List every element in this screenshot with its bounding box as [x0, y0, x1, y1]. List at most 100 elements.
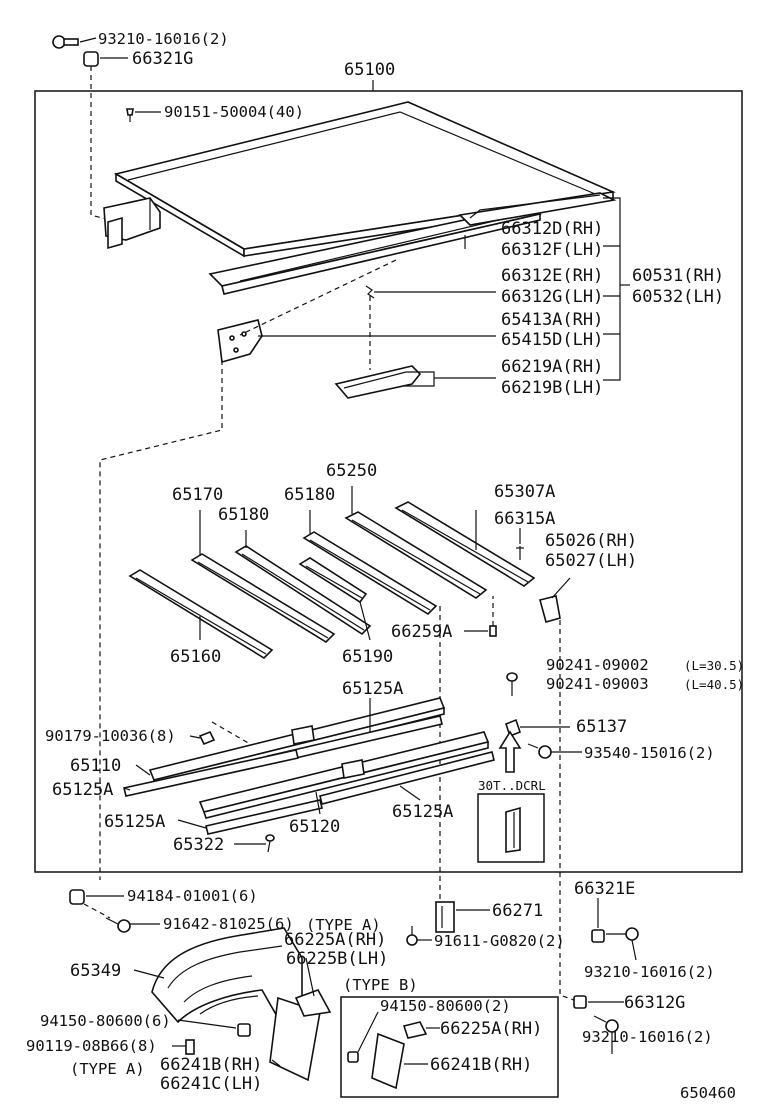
- label-66225B: 66225B(LH): [286, 949, 388, 969]
- bracket-65026: [539, 595, 561, 623]
- crossmember-65180-a: [234, 545, 372, 636]
- nut-90179-icon: [198, 730, 216, 746]
- bolt-93210-mid-icon: [606, 927, 639, 941]
- label-66312G-bottom: 66312G: [624, 993, 685, 1013]
- crossmember-65180-b: [302, 531, 438, 616]
- nut-94150-b-icon: [347, 1051, 359, 1063]
- arrow-icon: [498, 730, 522, 773]
- leader-65110: [135, 764, 151, 776]
- label-94150-80600-b: 94150-80600(2): [380, 997, 511, 1015]
- label-65100: 65100: [344, 60, 395, 80]
- label-60532: 60532(LH): [632, 287, 724, 307]
- crossmember-65307A: [394, 501, 536, 587]
- label-90119-08B66: 90119-08B66(8): [26, 1037, 157, 1055]
- label-93540-15016: 93540-15016(2): [584, 744, 715, 762]
- bolt-93210-bot-icon: [593, 1015, 619, 1033]
- bolt-icon: [52, 35, 79, 49]
- crossmember-65190: [298, 557, 368, 604]
- label-65125A-right: 65125A: [392, 802, 453, 822]
- leader-93210-mid: [631, 939, 637, 961]
- label-93210-16016-mid: 93210-16016(2): [584, 963, 715, 981]
- leader-65125A-right: [399, 785, 421, 801]
- label-66241C: 66241C(LH): [160, 1074, 262, 1094]
- type-b-box: [340, 996, 559, 1098]
- mudflap-66241B-b: [371, 1032, 405, 1090]
- bolt-91642-icon: [105, 917, 131, 933]
- label-93210-16016-top: 93210-16016(2): [98, 30, 229, 48]
- label-65180-b: 65180: [284, 485, 335, 505]
- bolt-93540-icon: [527, 743, 552, 759]
- label-90241-09002-length: (L=30.5): [684, 658, 744, 673]
- label-65180-a: 65180: [218, 505, 269, 525]
- leader-65120: [315, 791, 321, 815]
- dash-94184: [83, 903, 111, 919]
- block-66259A: [489, 625, 497, 637]
- block-icon: [291, 725, 315, 745]
- side-rail-66312D: [208, 205, 542, 295]
- crossmember-65170: [190, 553, 336, 644]
- label-65250: 65250: [326, 461, 377, 481]
- label-90241-09002: 90241-09002: [546, 656, 649, 674]
- label-94184-01001: 94184-01001(6): [127, 887, 258, 905]
- label-66321G: 66321G: [132, 49, 193, 69]
- label-65027: 65027(LH): [545, 551, 637, 571]
- label-65349: 65349: [70, 961, 121, 981]
- rail-65125A-bottom: [205, 799, 323, 835]
- stay-66225A: [294, 989, 332, 1017]
- bracket-66271: [435, 901, 455, 933]
- label-66312G-lh: 66312G(LH): [501, 287, 603, 307]
- label-66259A: 66259A: [391, 622, 452, 642]
- label-90151-50004: 90151-50004(40): [164, 103, 304, 121]
- assembly-frame-65100: [34, 90, 743, 873]
- hinge-bracket-left: [103, 197, 161, 250]
- leader-94150-a: [177, 1019, 237, 1029]
- leader-93210-top: [79, 37, 97, 43]
- leader-66241B: [271, 1059, 281, 1067]
- label-66315A: 66315A: [494, 509, 555, 529]
- dash-floor-to-bracket: [239, 259, 397, 336]
- label-91611-G0820: 91611-G0820(2): [434, 932, 565, 950]
- label-65322: 65322: [173, 835, 224, 855]
- bracket-65413A: [217, 319, 263, 364]
- label-91642-81025: 91642-81025(6): [163, 915, 294, 933]
- fender-65349: [151, 927, 303, 1024]
- label-type-b: (TYPE B): [343, 976, 418, 994]
- label-66312E: 66312E(RH): [501, 266, 603, 286]
- label-65125A-left: 65125A: [52, 780, 113, 800]
- block-icon-2: [341, 759, 365, 779]
- nut-icon: [83, 51, 99, 67]
- label-66321E: 66321E: [574, 879, 635, 899]
- leader-66225A-a: [305, 957, 315, 997]
- label-66225A: 66225A(RH): [284, 930, 386, 950]
- pin-65322-icon: [265, 834, 275, 853]
- label-60531: 60531(RH): [632, 266, 724, 286]
- pin-66315A-icon: [516, 546, 524, 560]
- inset-30T-box: [477, 793, 545, 863]
- label-30T-dcrl: 30T..DCRL: [478, 778, 546, 793]
- label-65026: 65026(RH): [545, 531, 637, 551]
- label-65110: 65110: [70, 756, 121, 776]
- label-65415D: 65415D(LH): [501, 330, 603, 350]
- label-65160: 65160: [170, 647, 221, 667]
- label-66241B: 66241B(RH): [160, 1055, 262, 1075]
- label-66219B: 66219B(LH): [501, 378, 603, 398]
- bolt-90241-icon: [506, 672, 518, 696]
- label-65307A: 65307A: [494, 482, 555, 502]
- leader-65125A-left: [123, 787, 131, 791]
- dash-66321G-bracket: [90, 66, 111, 221]
- leader-90179: [189, 735, 201, 739]
- bolt-91611-icon: [406, 926, 418, 946]
- clip-icon: [365, 285, 375, 299]
- label-65120: 65120: [289, 817, 340, 837]
- label-type-a-1: (TYPE A): [306, 916, 381, 934]
- nut-66312G-icon: [573, 995, 587, 1009]
- label-90179-10036: 90179-10036(8): [45, 727, 176, 745]
- leader-60531-group: [603, 197, 621, 381]
- rail-65125A-right: [319, 751, 495, 805]
- label-66241B-b: 66241B(RH): [430, 1055, 532, 1075]
- label-65190: 65190: [342, 647, 393, 667]
- leader-65026: [551, 577, 571, 599]
- leader-65125A-bottom: [177, 819, 207, 829]
- rail-65125A-left: [123, 749, 299, 797]
